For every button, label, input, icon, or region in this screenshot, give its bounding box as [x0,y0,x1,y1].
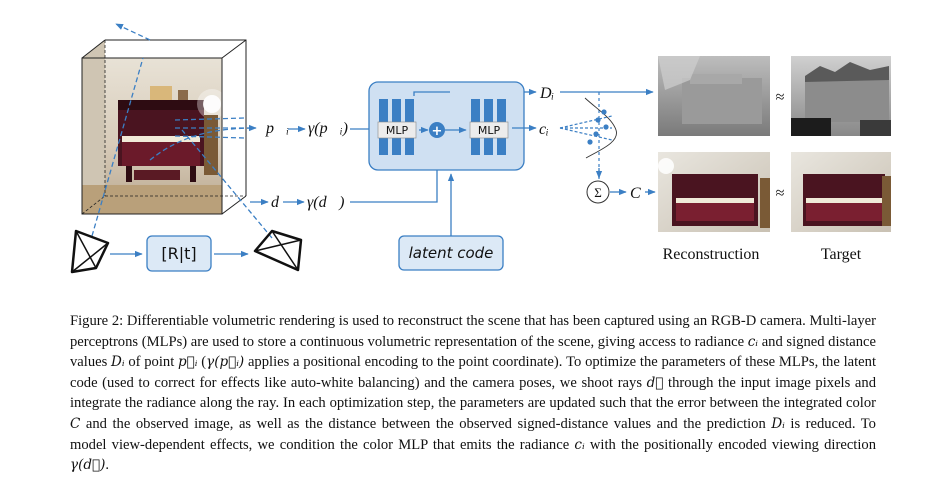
sdf-label: Dᵢ [539,85,554,102]
caption-math: cᵢ [574,436,585,453]
point-encoding-label: γ(p⃗ᵢ) [308,120,348,137]
mlp-label-1: MLP [386,124,409,137]
mlp-label-2: MLP [478,124,501,137]
depth-reconstruction [658,56,770,136]
input-point: p⃗ᵢ γ(p⃗ᵢ) [265,120,377,137]
figure-caption: Figure 2: Differentiable volumetric rend… [70,311,876,476]
method-overview-diagram: [R|t] p⃗ᵢ γ(p⃗ᵢ) d⃗ γ(d⃗) MLP + MLP [70,23,891,274]
caption-text: and signed distance values [70,333,876,371]
output-radiance: cᵢ [512,121,549,138]
depth-target [791,56,891,136]
pose-label: [R|t] [161,244,196,263]
caption-math: d⃗ [646,374,664,391]
integration-sum: Σ C [586,180,656,204]
caption-math: cᵢ [747,333,759,350]
latent-code-label: latent code [409,244,494,262]
color-target [791,152,891,232]
caption-text: through the input image pixels and integ… [70,374,876,412]
room-rendering [82,40,227,214]
color-label: C [630,185,641,202]
concat-node [429,122,445,138]
caption-math: γ(d⃗) [70,457,106,474]
caption-text: applies a positional encoding to the poi… [70,354,876,391]
latent-code-box: latent code [398,173,504,271]
caption-math: C [70,415,81,432]
mlp-network: MLP + MLP [368,81,525,171]
camera-frustum-right [253,229,303,272]
plus-symbol: + [432,124,443,139]
caption-math: p⃗ᵢ [178,354,198,371]
sum-symbol: Σ [594,185,602,200]
caption-math: Dᵢ [111,354,125,371]
reconstruction-label: Reconstruction [663,246,760,263]
ray-integration [559,92,617,180]
radiance-label: cᵢ [539,121,549,138]
color-reconstruction [658,152,770,232]
direction-encoding-label: γ(d⃗) [307,194,344,211]
pose-box: [R|t] [146,235,212,272]
caption-text: ( [197,354,207,371]
target-label: Target [821,246,862,263]
scene-volume [81,39,247,215]
camera-frustum-left [70,229,110,274]
caption-math: Dᵢ [771,415,785,432]
approx-symbol-color: ≈ [776,185,785,202]
caption-text: with the positionally encoded viewing di… [584,436,876,453]
caption-math: γ(p⃗ᵢ) [206,354,245,371]
direction-label: d⃗ [271,194,291,211]
output-sdf: Dᵢ [524,85,654,102]
camera-rays [91,23,273,239]
caption-text: Differentiable volumetric rendering is u… [70,313,876,350]
caption-label: Figure 2: [70,313,124,329]
caption-text: . [105,457,110,474]
caption-text: is reduced. To model view-dependent effe… [70,415,876,453]
caption-text: and the observed image, as well as the d… [80,415,772,432]
approx-symbol-depth: ≈ [776,89,785,106]
caption-text: of point [124,354,179,371]
point-label: p⃗ᵢ [265,120,289,137]
